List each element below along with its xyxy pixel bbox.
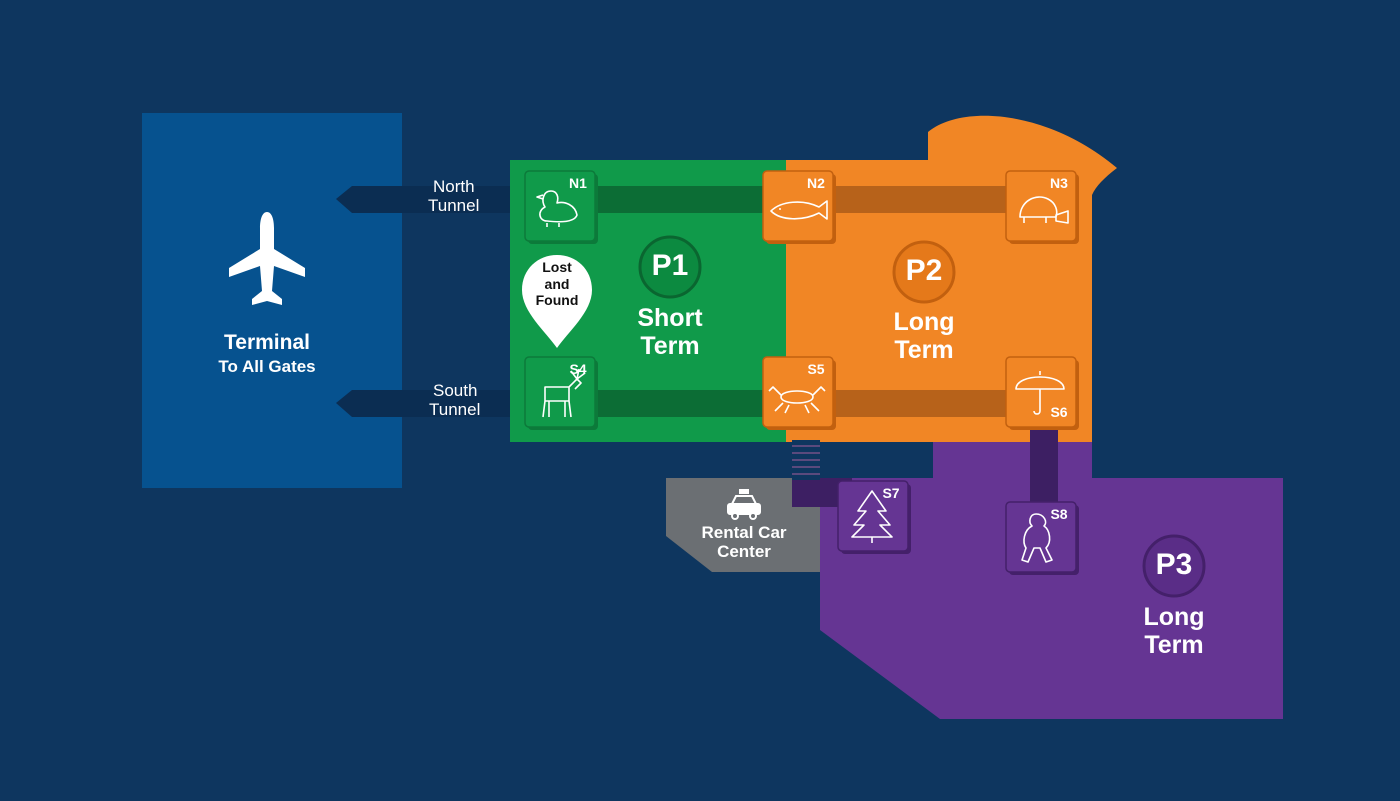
terminal-subtitle: To All Gates bbox=[218, 357, 316, 376]
p2-name-line2: Term bbox=[894, 336, 954, 364]
stop-tile[interactable] bbox=[762, 356, 834, 428]
lost-line2: and bbox=[544, 275, 570, 292]
p3-name-line1: Long bbox=[1143, 603, 1205, 631]
south-tunnel-line1: South bbox=[433, 381, 478, 400]
stop-s6[interactable] bbox=[1005, 356, 1079, 430]
stop-code-n1: N1 bbox=[569, 175, 587, 191]
p3-lot[interactable] bbox=[820, 440, 1283, 719]
p1-name-line1: Short bbox=[637, 304, 703, 332]
stop-code-s8: S8 bbox=[1050, 506, 1068, 522]
p3-name-line2: Term bbox=[1144, 631, 1204, 659]
lost-line3: Found bbox=[535, 292, 579, 309]
duck-icon bbox=[536, 190, 578, 227]
p3-code: P3 bbox=[1155, 548, 1193, 581]
stop-s5[interactable] bbox=[762, 356, 836, 430]
beaver-icon bbox=[1019, 196, 1069, 224]
crab-icon bbox=[768, 386, 826, 414]
stop-code-s6: S6 bbox=[1050, 404, 1068, 420]
stop-tile[interactable] bbox=[1005, 356, 1077, 428]
p3-badge-circle bbox=[1142, 534, 1206, 598]
south-tunnel[interactable] bbox=[336, 390, 512, 417]
s6-s8-walkway bbox=[1030, 426, 1058, 508]
terminal-title: Terminal bbox=[224, 331, 310, 354]
p2-code: P2 bbox=[905, 254, 943, 287]
p2-name: Long Term bbox=[874, 308, 974, 364]
p1-name: Short Term bbox=[620, 304, 720, 360]
stop-n3[interactable] bbox=[1005, 170, 1079, 244]
rental-car-center[interactable] bbox=[666, 478, 820, 572]
south-tunnel-line2: Tunnel bbox=[429, 400, 481, 420]
umbrella-icon bbox=[1015, 371, 1065, 415]
lost-line1: Lost bbox=[542, 259, 572, 275]
stop-tile[interactable] bbox=[1005, 170, 1077, 242]
stop-code-s4: S4 bbox=[569, 361, 587, 377]
stop-s8[interactable] bbox=[1005, 501, 1079, 575]
stop-s7[interactable] bbox=[837, 480, 911, 554]
stop-code-n2: N2 bbox=[807, 175, 825, 191]
rental-line2: Center bbox=[717, 541, 771, 561]
p1-badge-circle bbox=[638, 235, 702, 299]
lost-and-found-label[interactable]: Lost and Found bbox=[522, 259, 592, 309]
salmon-icon bbox=[770, 200, 828, 220]
stop-tile[interactable] bbox=[762, 170, 834, 242]
stop-code-s5: S5 bbox=[807, 361, 825, 377]
stop-n2[interactable] bbox=[762, 170, 836, 244]
south-lane-p1 bbox=[580, 390, 786, 417]
lost-and-found-pin[interactable] bbox=[522, 255, 592, 348]
p1-name-line2: Term bbox=[640, 332, 700, 360]
north-tunnel-line1: North bbox=[433, 177, 475, 196]
tree-icon bbox=[851, 490, 893, 543]
p1-code: P1 bbox=[651, 249, 689, 282]
stop-code-s7: S7 bbox=[882, 485, 900, 501]
north-tunnel[interactable] bbox=[336, 186, 512, 213]
north-tunnel-label: North Tunnel bbox=[428, 177, 479, 215]
elk-icon bbox=[542, 368, 586, 418]
rental-line1: Rental Car bbox=[701, 523, 787, 542]
taxi-icon bbox=[727, 489, 761, 520]
stop-code-n3: N3 bbox=[1050, 175, 1068, 191]
north-tunnel-line2: Tunnel bbox=[428, 196, 480, 216]
stairs bbox=[792, 440, 820, 480]
south-tunnel-label: South Tunnel bbox=[429, 381, 480, 419]
stop-n1[interactable] bbox=[524, 170, 598, 244]
p2-badge-circle bbox=[892, 240, 956, 304]
airplane-icon bbox=[229, 212, 305, 305]
stop-s4[interactable] bbox=[524, 356, 598, 430]
p2-name-line1: Long bbox=[893, 308, 955, 336]
north-lane-p1 bbox=[580, 186, 786, 213]
rental-car-label[interactable]: Rental Car Center bbox=[684, 523, 804, 561]
p3-name: Long Term bbox=[1124, 603, 1224, 659]
stop-tile[interactable] bbox=[524, 170, 596, 242]
bigfoot-icon bbox=[1021, 513, 1053, 563]
